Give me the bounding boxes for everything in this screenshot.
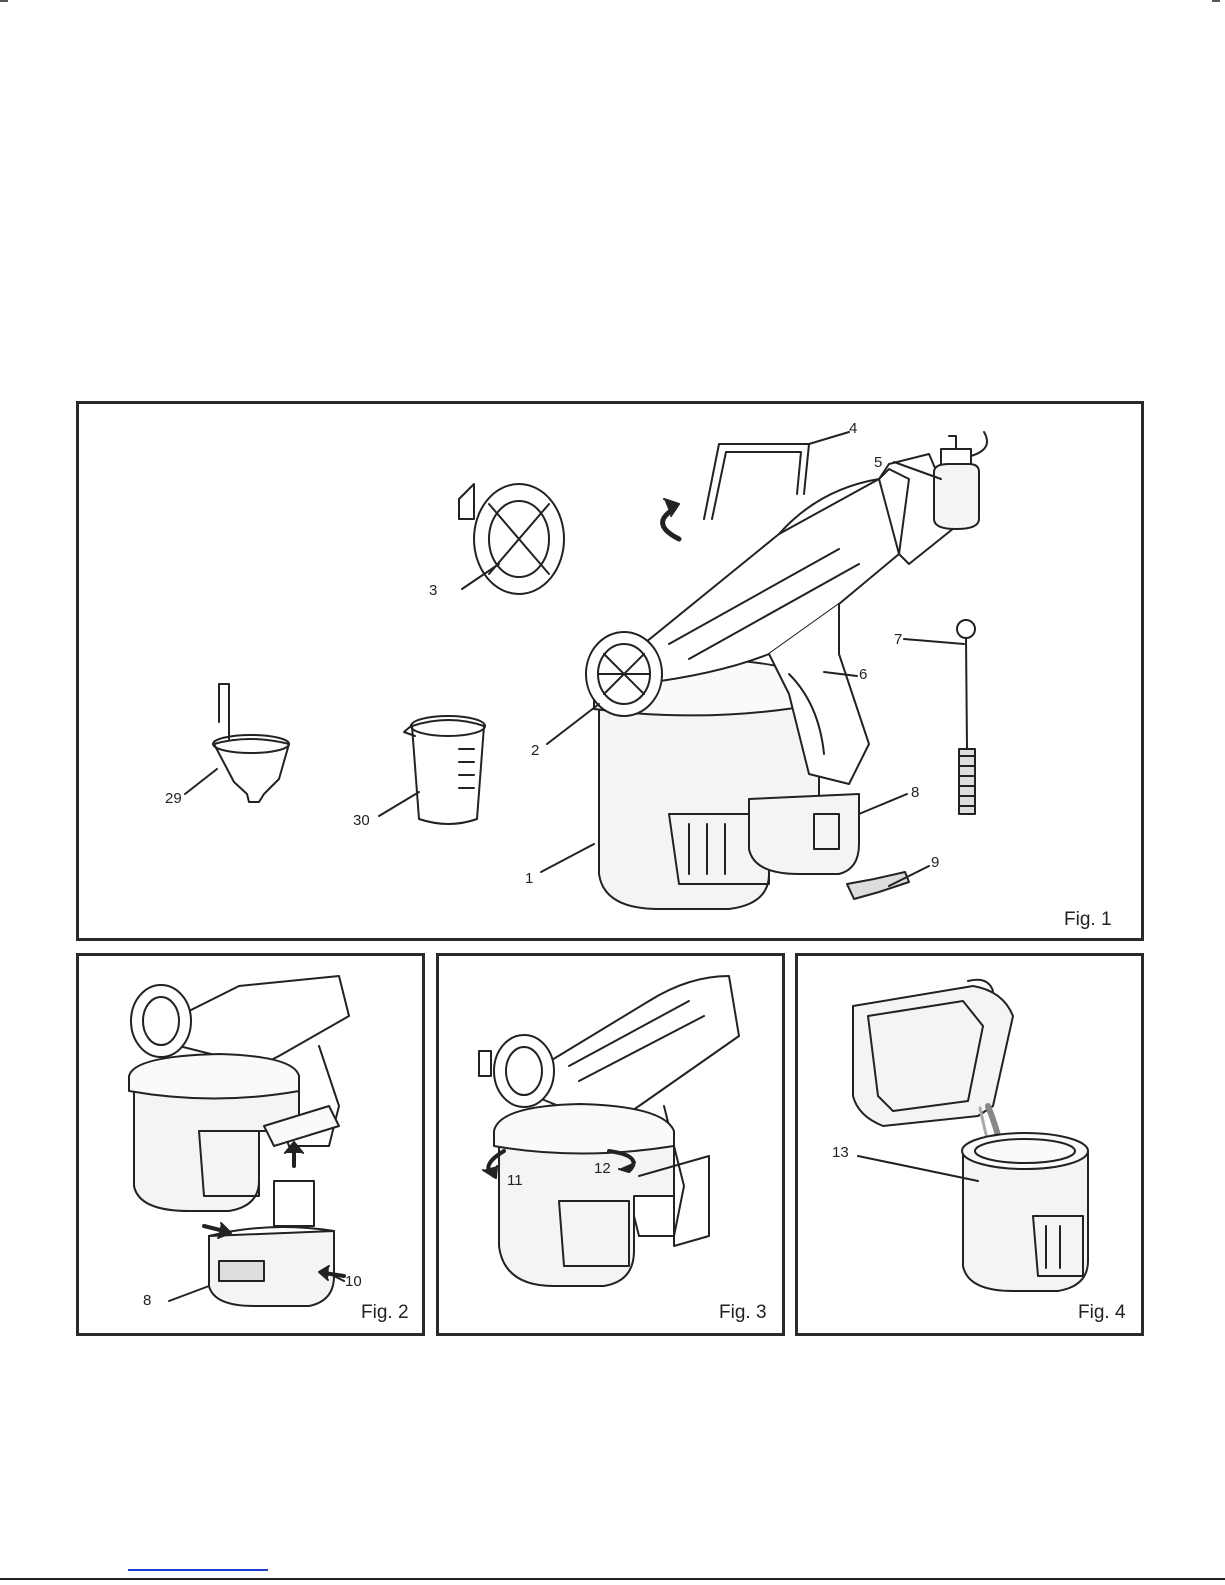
figure-3-illustration: [439, 956, 782, 1333]
fig2-label: Fig. 2: [361, 1302, 409, 1324]
fig4-callout-13: 13: [832, 1144, 849, 1161]
fig3-label: Fig. 3: [719, 1302, 767, 1324]
fig1-callout-2: 2: [531, 742, 539, 759]
figure-1-panel: 4 5 3 7 6 2 8 29 30 9 1 Fig. 1: [76, 401, 1144, 941]
figure-4-illustration: [798, 956, 1141, 1333]
fig1-label: Fig. 1: [1064, 909, 1112, 931]
figure-2-panel: 8 10 Fig. 2: [76, 953, 425, 1336]
figure-1-illustration: [79, 404, 1141, 938]
crop-mark-right: [1212, 0, 1220, 2]
fig3-callout-12: 12: [594, 1160, 611, 1177]
fig1-callout-9: 9: [931, 854, 939, 871]
figure-2-illustration: [79, 956, 422, 1333]
footer-rule: [0, 1578, 1225, 1580]
fig1-callout-6: 6: [859, 666, 867, 683]
fig4-label: Fig. 4: [1078, 1302, 1126, 1324]
fig1-callout-4: 4: [849, 420, 857, 437]
fig1-callout-1: 1: [525, 870, 533, 887]
crop-mark-left: [0, 0, 8, 2]
figure-3-panel: 11 12 Fig. 3: [436, 953, 785, 1336]
fig1-callout-5: 5: [874, 454, 882, 471]
fig3-callout-11: 11: [507, 1172, 523, 1189]
fig1-callout-29: 29: [165, 790, 182, 807]
fig1-callout-7: 7: [894, 631, 902, 648]
fig1-callout-30: 30: [353, 812, 370, 829]
fig1-callout-3: 3: [429, 582, 437, 599]
fig2-callout-8: 8: [143, 1292, 151, 1309]
fig2-callout-10: 10: [345, 1273, 362, 1290]
figure-4-panel: 13 Fig. 4: [795, 953, 1144, 1336]
fig1-callout-8: 8: [911, 784, 919, 801]
footer-link-underline: [128, 1569, 268, 1571]
